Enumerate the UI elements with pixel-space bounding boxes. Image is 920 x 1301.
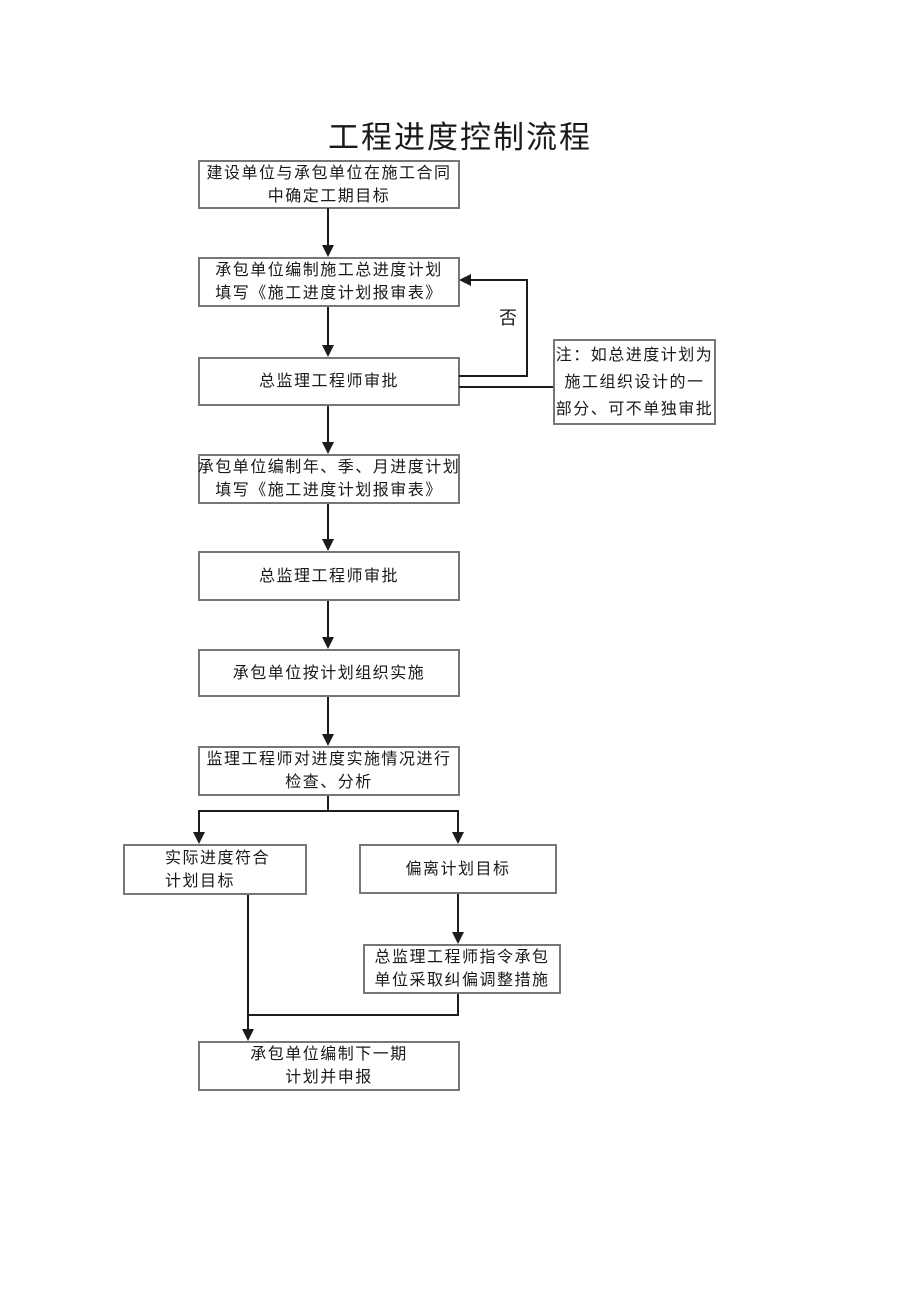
on-track-to-next-line [247,895,249,1030]
flow-box-chief-approval-2: 总监理工程师审批 [198,551,460,601]
note-box-line1: 注：如总进度计划为 [555,346,714,364]
flow-box-implement-line1: 承包单位按计划组织实施 [232,664,426,682]
connector-master-to-approval1-arrow-icon [322,345,334,357]
flow-box-deviation: 偏离计划目标 [359,844,557,894]
flow-box-next-period: 承包单位编制下一期 计划并申报 [198,1041,460,1091]
connector-periodic-to-approval2-line [327,504,329,540]
connector-define-to-master-arrow-icon [322,245,334,257]
no-loop-top-line [471,279,528,281]
flow-box-next-period-line1: 承包单位编制下一期 [250,1046,408,1063]
note-box: 注：如总进度计划为 施工组织设计的一 部分、可不单独审批 [553,339,716,425]
flow-box-master-plan-line2: 填写《施工进度计划报审表》 [215,285,443,302]
note-connector-line [459,386,553,388]
deviation-to-corrective-arrow-icon [452,932,464,944]
split-right-drop-line [457,810,459,833]
flow-box-on-track-line2: 计划目标 [165,872,236,890]
split-left-arrow-icon [193,832,205,844]
split-bar-line [198,810,459,812]
flow-box-on-track-line1: 实际进度符合 [165,849,271,867]
connector-implement-to-inspect-arrow-icon [322,734,334,746]
flow-box-inspect: 监理工程师对进度实施情况进行 检查、分析 [198,746,460,796]
flow-box-implement: 承包单位按计划组织实施 [198,649,460,697]
no-branch-label: 否 [499,308,517,328]
note-box-line2: 施工组织设计的一 [564,373,705,391]
flow-box-master-plan-line1: 承包单位编制施工总进度计划 [215,262,443,279]
flow-box-master-plan: 承包单位编制施工总进度计划 填写《施工进度计划报审表》 [198,257,460,307]
note-box-line3: 部分、可不单独审批 [555,400,714,418]
flow-box-chief-approval-2-line1: 总监理工程师审批 [258,567,399,585]
page-title: 工程进度控制流程 [328,120,592,155]
flow-box-inspect-line2: 检查、分析 [285,774,373,791]
no-loop-vertical-line [526,279,528,377]
connector-approval1-to-periodic-arrow-icon [322,442,334,454]
flow-box-define-goal-line2: 中确定工期目标 [267,187,391,205]
flow-box-define-goal-line1: 建设单位与承包单位在施工合同 [206,164,452,182]
merge-horizontal-line [247,1014,459,1016]
connector-approval2-to-implement-arrow-icon [322,637,334,649]
connector-define-to-master-line [327,208,329,246]
split-left-drop-line [198,810,200,833]
flow-box-on-track: 实际进度符合 计划目标 [123,844,307,895]
deviation-to-corrective-line [457,894,459,933]
flow-box-corrective-line1: 总监理工程师指令承包 [374,949,550,966]
flow-box-deviation-line1: 偏离计划目标 [405,860,511,878]
flow-box-corrective: 总监理工程师指令承包 单位采取纠偏调整措施 [363,944,561,994]
connector-approval2-to-implement-line [327,601,329,638]
flow-box-periodic-plan: 承包单位编制年、季、月进度计划 填写《施工进度计划报审表》 [198,454,460,504]
no-loop-bottom-line [459,375,528,377]
corrective-drop-line [457,994,459,1016]
split-stem-line [327,796,329,812]
connector-implement-to-inspect-line [327,697,329,735]
flow-box-corrective-line2: 单位采取纠偏调整措施 [374,972,550,989]
split-right-arrow-icon [452,832,464,844]
flow-box-periodic-plan-line2: 填写《施工进度计划报审表》 [215,482,443,499]
flow-box-chief-approval-1-line1: 总监理工程师审批 [258,373,399,390]
connector-master-to-approval1-line [327,307,329,346]
connector-periodic-to-approval2-arrow-icon [322,539,334,551]
no-loop-arrow-icon [459,274,471,286]
flow-box-chief-approval-1: 总监理工程师审批 [198,357,460,406]
flow-box-define-goal: 建设单位与承包单位在施工合同 中确定工期目标 [198,160,460,209]
flow-box-periodic-plan-line1: 承包单位编制年、季、月进度计划 [197,459,461,476]
connector-approval1-to-periodic-line [327,406,329,443]
flow-box-inspect-line1: 监理工程师对进度实施情况进行 [206,751,452,768]
next-period-arrow-icon [242,1029,254,1041]
flow-box-next-period-line2: 计划并申报 [285,1069,373,1086]
